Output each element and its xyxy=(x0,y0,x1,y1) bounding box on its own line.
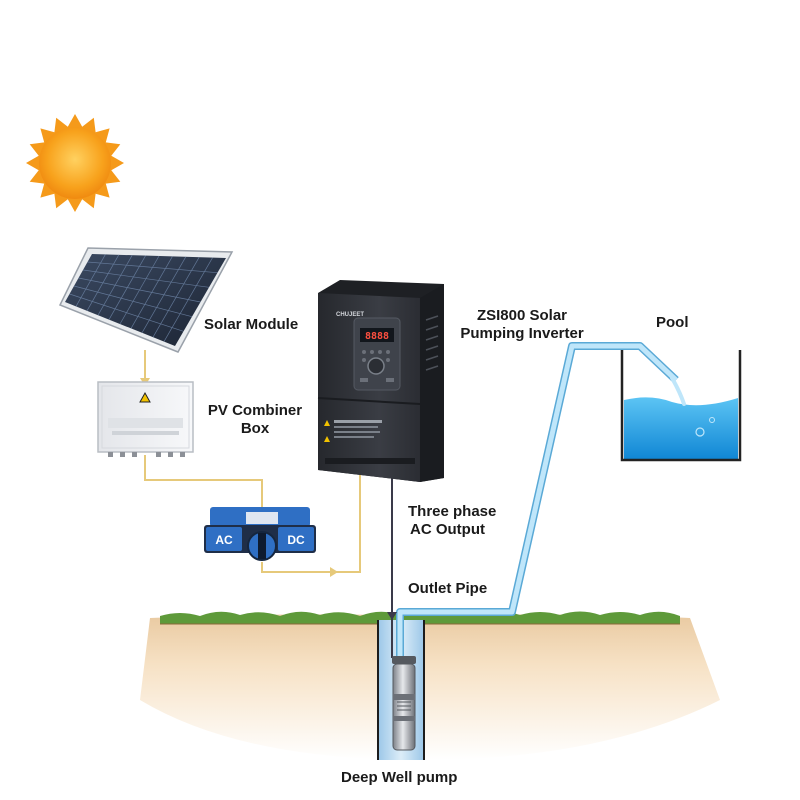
warning-triangle-icon xyxy=(324,420,330,426)
label-deep-well-pump: Deep Well pump xyxy=(341,769,458,786)
label-inverter-line1: ZSI800 Solar xyxy=(476,307,568,324)
label-ac-output-line1: Three phase xyxy=(408,503,497,520)
label-inverter-line2: Pumping Inverter xyxy=(460,325,584,342)
label-pv-combiner-box: PV Combiner Box xyxy=(204,402,306,438)
grass xyxy=(160,611,680,624)
inverter-brand: CHUJEET xyxy=(336,312,364,318)
dc-wiring xyxy=(140,350,361,577)
label-solar-module: Solar Module xyxy=(204,316,299,333)
ac-cable xyxy=(387,470,397,658)
ac-dc-switch: AC DC xyxy=(204,507,316,561)
label-pv-combiner-box-line2: Box xyxy=(240,420,270,437)
pool-tank xyxy=(620,350,742,462)
label-ac-output-line2: AC Output xyxy=(410,521,485,538)
outlet-pipe xyxy=(396,342,679,662)
switch-dc-label: DC xyxy=(287,533,305,547)
solar-panel xyxy=(58,247,234,353)
inverter-display: 8888 xyxy=(365,331,389,342)
label-ac-output: Three phase AC Output xyxy=(408,503,496,539)
sun-icon xyxy=(26,114,124,212)
solar-pumping-inverter: CHUJEET 8888 xyxy=(317,280,444,482)
deep-well-pump xyxy=(392,656,416,751)
ground xyxy=(140,611,720,760)
label-pool: Pool xyxy=(656,314,689,331)
label-pv-combiner-box-line1: PV Combiner xyxy=(207,402,303,419)
warning-triangle-icon xyxy=(139,391,151,403)
label-outlet-pipe: Outlet Pipe xyxy=(408,580,488,597)
switch-ac-label: AC xyxy=(215,533,233,547)
label-inverter: ZSI800 Solar Pumping Inverter xyxy=(452,307,592,343)
pv-combiner-box xyxy=(97,381,194,457)
